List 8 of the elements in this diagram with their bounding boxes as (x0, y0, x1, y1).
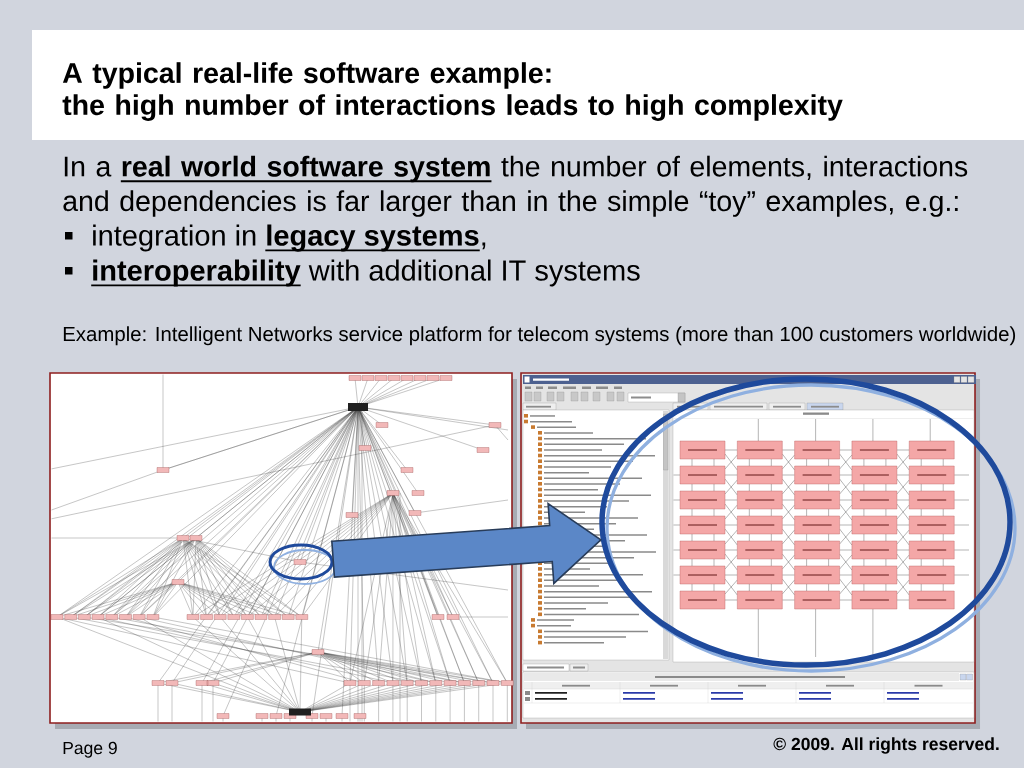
body-text: In a real world software system the number of elements, interactions and dependencies is far larger than in the simple “toy” examples, e.g.: (63, 155, 968, 217)
bullet-text: interoperability with additional IT systems (90, 259, 640, 287)
bullet-text: integration in legacy systems, (93, 224, 486, 252)
tool-window-drawing (520, 372, 980, 729)
slide-title: A typical real-life software example: the high number of interactions leads to high complexity (62, 62, 843, 121)
highlight-ellipse (599, 376, 1017, 673)
example-note: Example: Intelligent Networks service platform for telecom systems (more than 100 customers worldwide) (63, 326, 1016, 346)
page-number: Page 9 (63, 741, 117, 758)
